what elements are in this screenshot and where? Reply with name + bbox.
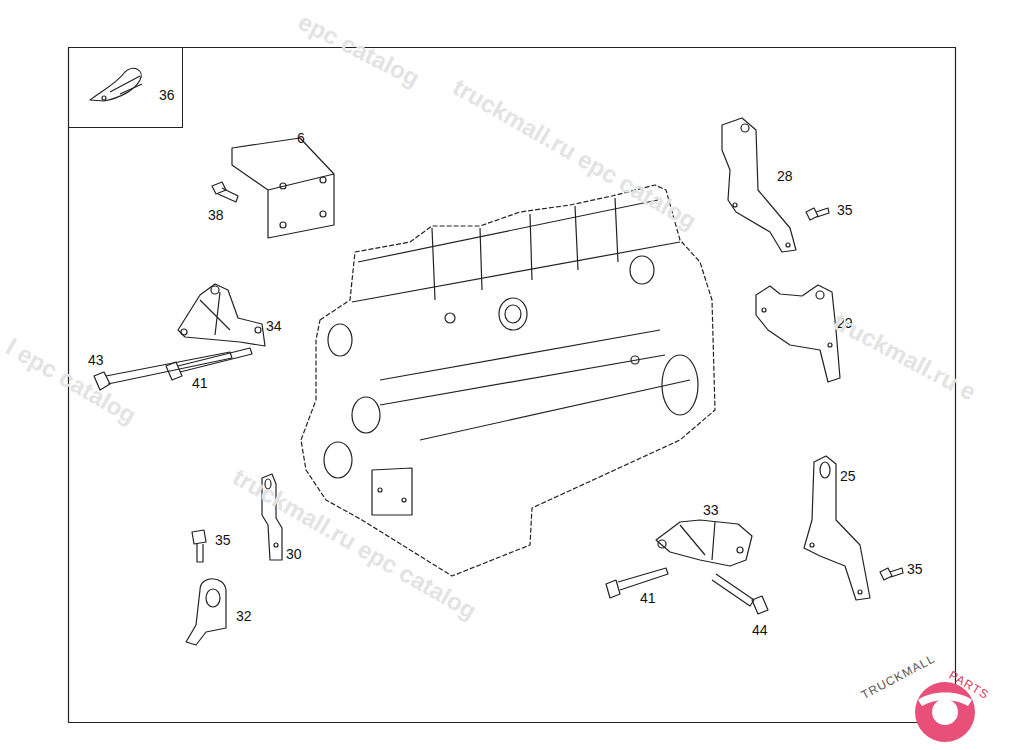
clip-part [90,68,142,101]
bracket-32 [186,579,226,645]
callout-number: 35 [215,533,231,547]
bolt-38 [212,182,238,202]
inset-box: 36 [68,47,183,128]
bracket-6 [232,138,334,238]
callout-number: 6 [297,131,305,145]
bracket-25 [804,456,870,600]
bolts-43-41 [94,348,252,390]
callout-number: 44 [752,623,768,637]
callout-number: 28 [777,169,793,183]
watermark: truckmall.ru e [828,308,980,407]
callout-number: 41 [640,591,656,605]
frame [69,48,956,723]
callout-number: 30 [286,547,302,561]
callout-number: 34 [266,319,282,333]
bolt-35 [192,530,206,562]
callout-number: 38 [208,208,224,222]
bracket-29 [756,285,840,382]
callout-number: 33 [703,503,719,517]
callout-number: 25 [840,469,856,483]
callout-number: 36 [159,88,175,102]
engine-details [324,198,698,515]
callout-number: 43 [88,353,104,367]
bolt-35 [880,568,903,580]
callout-number: 41 [192,376,208,390]
bracket-28 [722,118,796,252]
bolt-35 [806,208,829,220]
callout-number: 32 [236,609,252,623]
watermark: truckmall.ru epc catalog [228,463,481,625]
engine-block [301,185,715,576]
bracket-33 [656,520,752,566]
callout-number: 35 [907,562,923,576]
callout-number: 35 [837,203,853,217]
watermark: epc catalog [294,8,424,93]
bracket-34 [178,284,265,346]
watermark: truckmall.ru epc catalog [448,73,701,235]
logo-gear [915,682,975,742]
bolts-41-44 [606,568,768,614]
